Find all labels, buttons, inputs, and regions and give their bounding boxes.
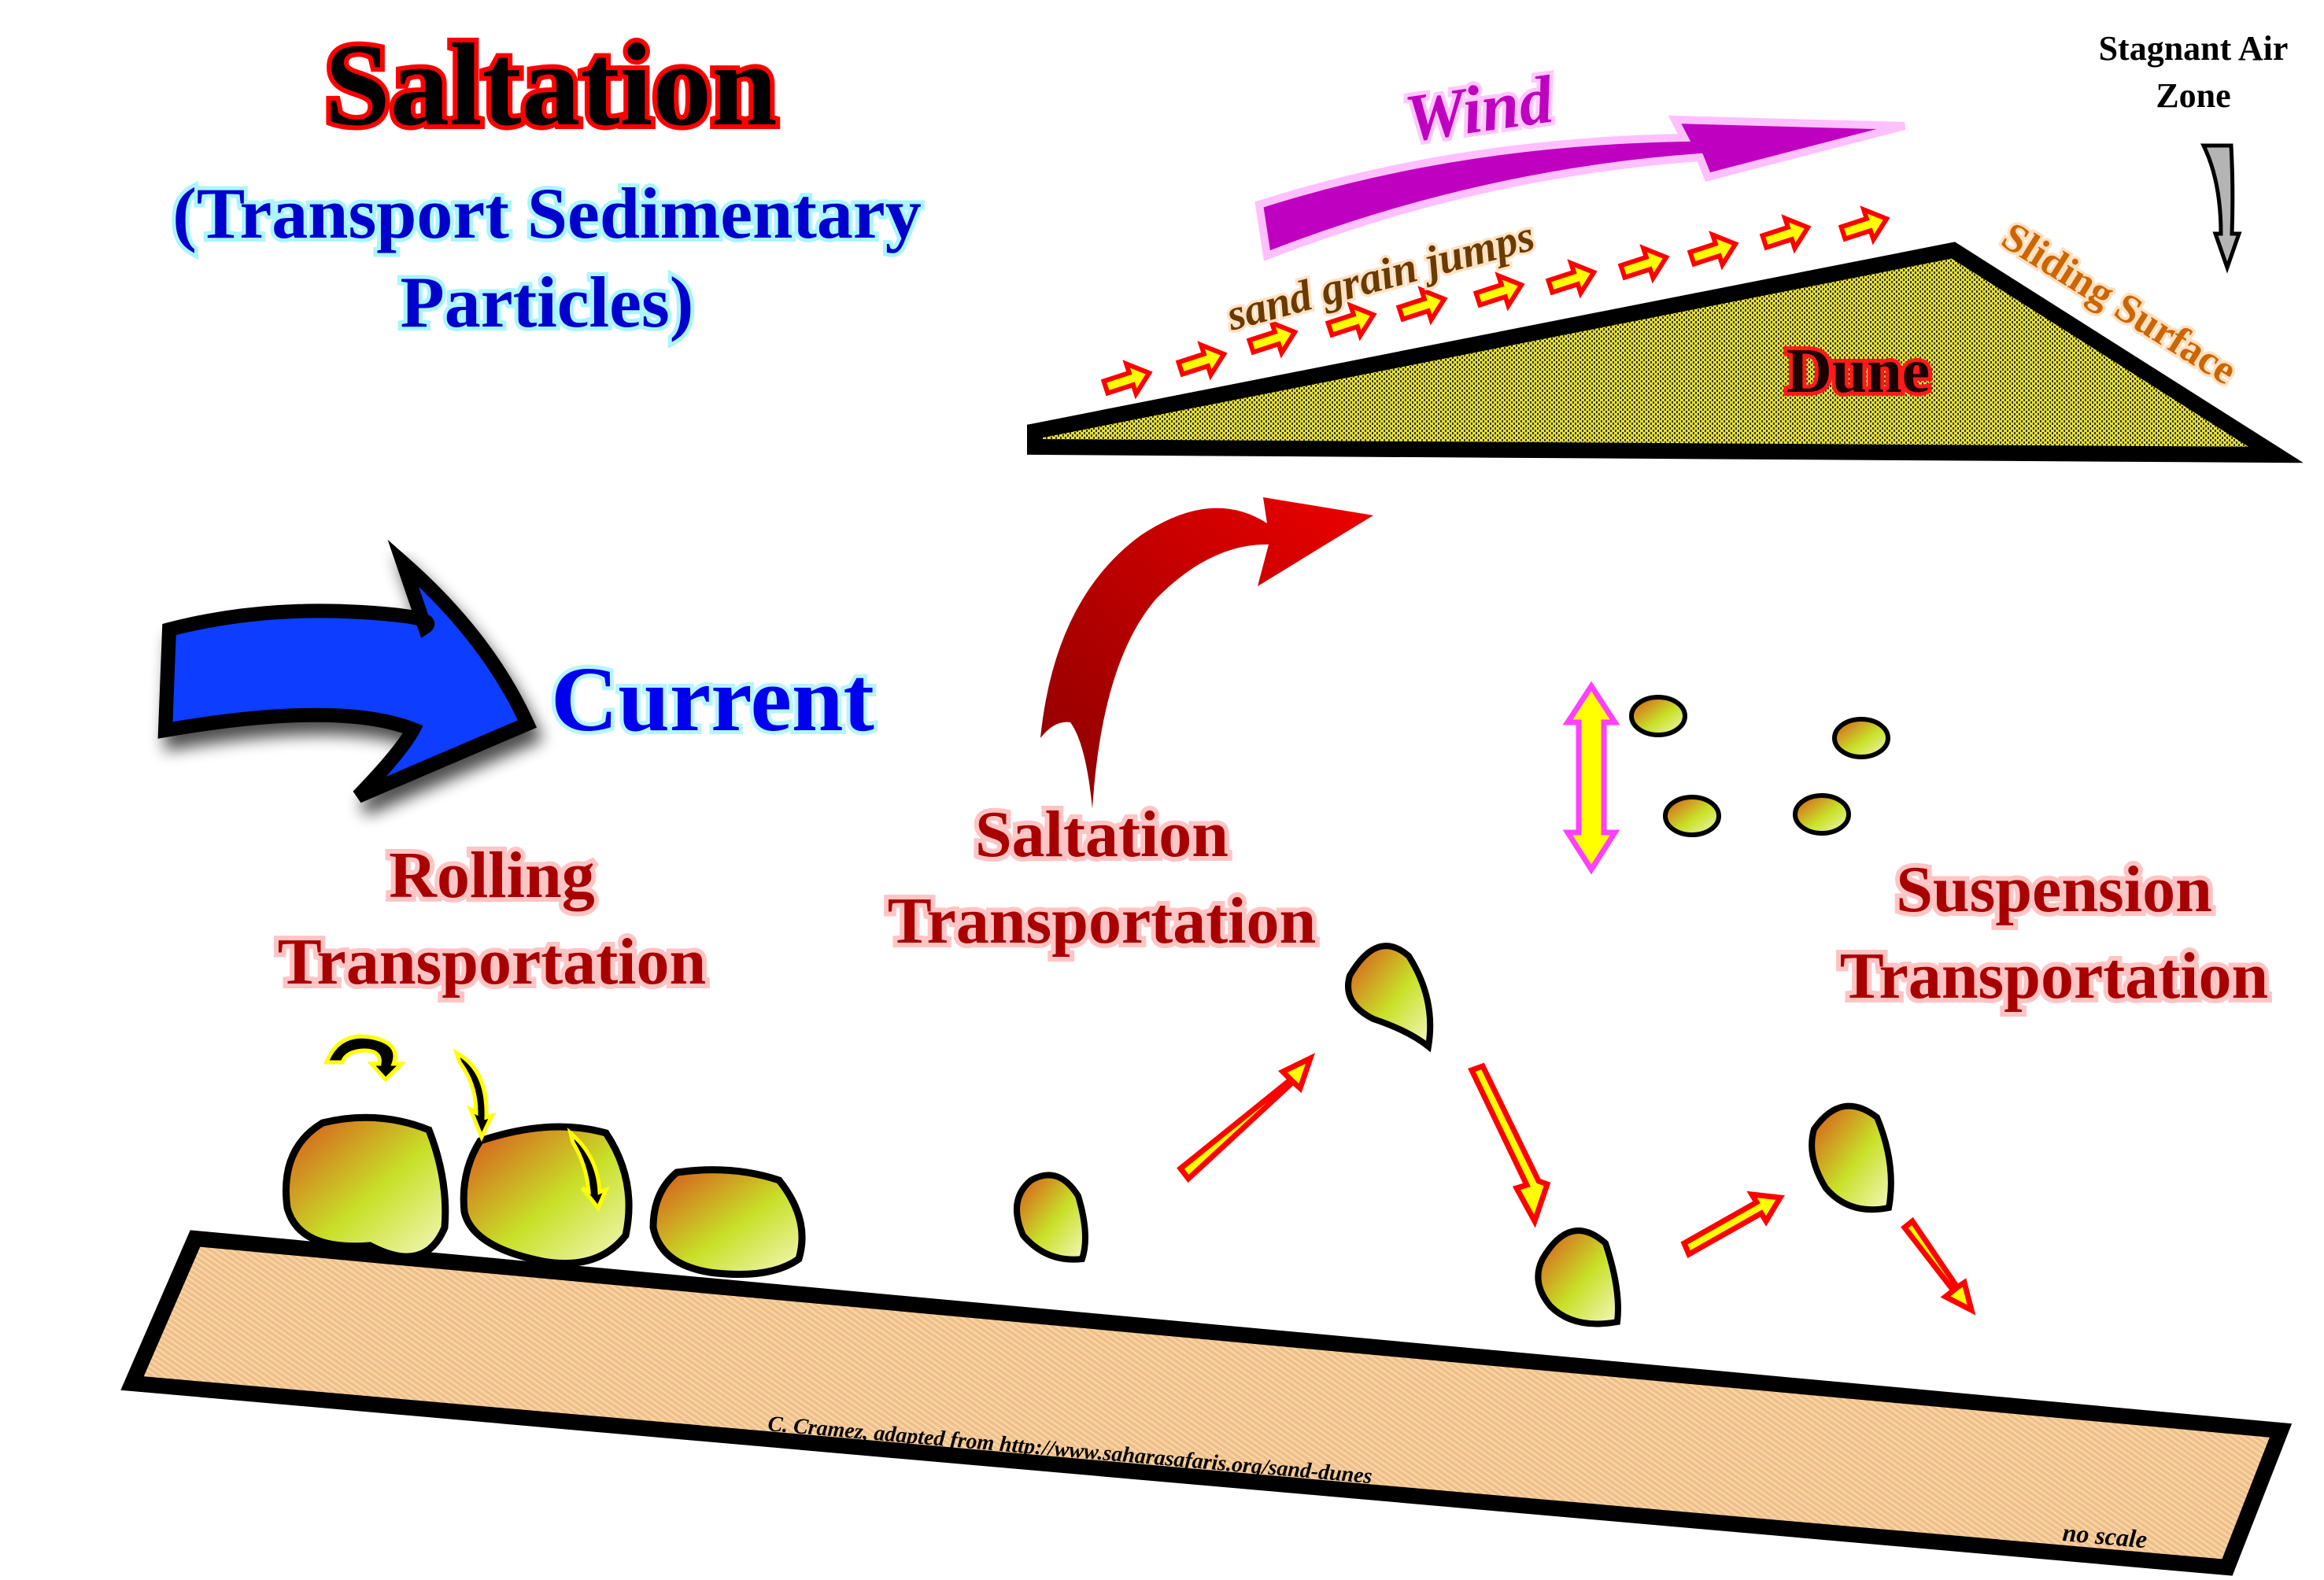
jump-arrow (1760, 212, 1813, 257)
sand-grain (282, 1113, 449, 1261)
jump-arrow (1473, 270, 1527, 314)
jump-arrow (1838, 204, 1892, 248)
suspension-label-line-2: Transportation (1840, 940, 2268, 1013)
saltation-curved-arrow (1040, 497, 1373, 809)
rotation-arrow-icon (567, 1127, 610, 1212)
current-arrow-group (157, 539, 538, 803)
wind-label: Wind (1400, 61, 1559, 157)
jump-path-arrow (1177, 1053, 1316, 1183)
suspended-particle (1663, 795, 1721, 837)
rolling-label-line-1: Rolling (389, 839, 594, 912)
rotation-arrow-icon (323, 1034, 407, 1083)
stagnant-air-line-2: Zone (2156, 76, 2230, 115)
jump-arrow (1546, 257, 1599, 301)
rotation-arrow-icon (453, 1048, 496, 1143)
suspension-grains (1562, 681, 1890, 875)
sand-grain (1809, 1102, 1894, 1213)
saltation-grains (1014, 943, 1976, 1327)
jump-path-arrow (1468, 1062, 1551, 1228)
sand-grain (1014, 1172, 1088, 1263)
suspended-particle (1629, 695, 1687, 737)
jump-arrow (1687, 229, 1741, 273)
jump-arrow (1618, 242, 1672, 286)
sand-grain (649, 1166, 806, 1278)
dune-label: Dune (1786, 337, 1930, 406)
diagram-title: Saltation (324, 20, 777, 150)
suspended-particle (1832, 717, 1890, 759)
current-label: Current (551, 648, 874, 751)
vertical-double-arrow-icon (1562, 681, 1620, 875)
dune-shape (1027, 242, 2304, 463)
suspended-particle (1793, 793, 1851, 836)
sediment-bed (120, 1230, 2293, 1576)
suspension-label-line-1: Suspension (1896, 853, 2212, 926)
wind-arrow (1254, 115, 1906, 261)
current-arrow (157, 539, 538, 803)
stagnant-air-line-1: Stagnant Air (2099, 29, 2289, 68)
jump-arrow (1101, 358, 1155, 402)
subtitle-line-2: Particles) (401, 262, 694, 342)
stagnant-air-arrow (2200, 143, 2242, 274)
dune-panel: Wind Dune sand grain jumps Sliding Surfa… (1027, 29, 2304, 463)
jump-path-arrow (1901, 1216, 1976, 1316)
subtitle-line-1: (Transport Sedimentary (172, 173, 921, 253)
rolling-grains (282, 1034, 806, 1278)
sand-grain (1345, 943, 1434, 1053)
rolling-label-line-2: Transportation (278, 925, 706, 999)
jump-arrow (1176, 339, 1229, 383)
saltation-label-line-2: Transportation (888, 884, 1316, 958)
jump-path-arrow (1680, 1191, 1785, 1258)
saltation-label-line-1: Saltation (975, 798, 1229, 871)
sand-grain (1535, 1227, 1621, 1327)
